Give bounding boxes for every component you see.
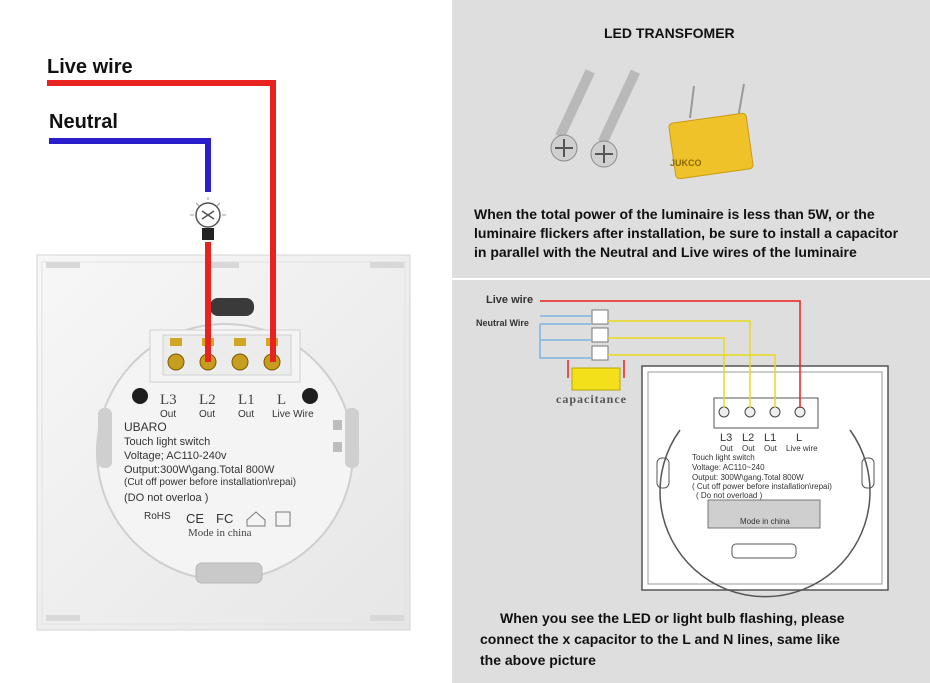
caution-label: (Cut off power before installation\repai… (124, 477, 297, 488)
bulb-icon (190, 197, 226, 240)
br-sub-l2: Out (742, 444, 755, 453)
brand-label: UBARO (124, 420, 167, 434)
screw-icon (550, 69, 595, 162)
br-sub-l3: Out (720, 444, 733, 453)
neutral-label: Neutral (49, 111, 118, 133)
br-note-line-2: connect the x capacitor to the L and N l… (480, 631, 840, 647)
br-terminal-l3: L3 (720, 432, 733, 444)
live-wire-label-small: Live wire (486, 294, 534, 306)
br-note-line-3: the above picture (480, 652, 596, 668)
capacitance-block (571, 367, 621, 391)
terminal-label-l3: L3 (160, 392, 177, 408)
origin-label: Mode in china (188, 527, 252, 539)
output-label: Output:300W\gang.Total 800W (124, 464, 275, 476)
live-wire (47, 80, 276, 362)
br-origin: Mode in china (740, 517, 790, 526)
product-label: Touch light switch (124, 436, 211, 448)
br-warning: ( Do not overload ) (696, 491, 763, 500)
br-sub-l: Live wire (786, 444, 818, 453)
br-terminal-l: L (796, 432, 803, 444)
screw-icon-2 (590, 69, 641, 168)
fc-icon: FC (216, 511, 234, 526)
note-line-3: in parallel with the Neutral and Live wi… (474, 244, 857, 260)
led-transformer-panel: LED TRANSFOMER JUKCO When the total powe… (452, 0, 930, 278)
br-terminal-l2: L2 (742, 432, 755, 444)
switch-back-illustration (36, 80, 411, 631)
terminal-label-l2: L2 (199, 392, 216, 408)
note-line-1: When the total power of the luminaire is… (474, 206, 875, 222)
terminal-sub-l: Live Wire (272, 409, 314, 420)
capacitance-label: capacitance (556, 392, 627, 406)
br-voltage: Voltage: AC110~240 (692, 463, 765, 472)
panel-title: LED TRANSFOMER (604, 25, 735, 41)
neutral-wire (49, 138, 211, 192)
br-note-line-1: When you see the LED or light bulb flash… (500, 610, 845, 626)
capacitor-wiring-panel: Live wire Neutral Wire capacitance L3 L2… (452, 280, 930, 683)
wiring-diagram (539, 300, 889, 598)
terminal-label-l: L (277, 392, 287, 408)
br-output: Output: 300W\gang.Total 800W (692, 473, 804, 482)
voltage-label: Voltage; AC110-240v (124, 450, 227, 462)
screws-and-capacitor-photo (550, 69, 754, 180)
terminal-label-l1: L1 (238, 392, 255, 408)
br-caution: ( Cut off power before installation\repa… (692, 482, 832, 491)
br-product: Touch light switch (692, 453, 755, 462)
terminal-sub-l1: Out (238, 409, 255, 420)
note-line-2: luminaire flickers after installation, b… (474, 225, 899, 241)
capacitor-print: JUKCO (670, 158, 702, 168)
ce-icon: CE (186, 511, 205, 526)
warning-label: (DO not overloa ) (124, 492, 209, 504)
capacitor-icon (668, 83, 754, 180)
live-wire-label: Live wire (47, 56, 133, 78)
br-terminal-l1: L1 (764, 432, 777, 444)
rohs-label: RoHS (144, 511, 171, 522)
terminal-sub-l3: Out (160, 409, 177, 420)
neutral-wire-label-small: Neutral Wire (476, 318, 529, 328)
terminal-sub-l2: Out (199, 409, 216, 420)
br-sub-l1: Out (764, 444, 777, 453)
left-diagram: Live wire Neutral (0, 0, 450, 683)
